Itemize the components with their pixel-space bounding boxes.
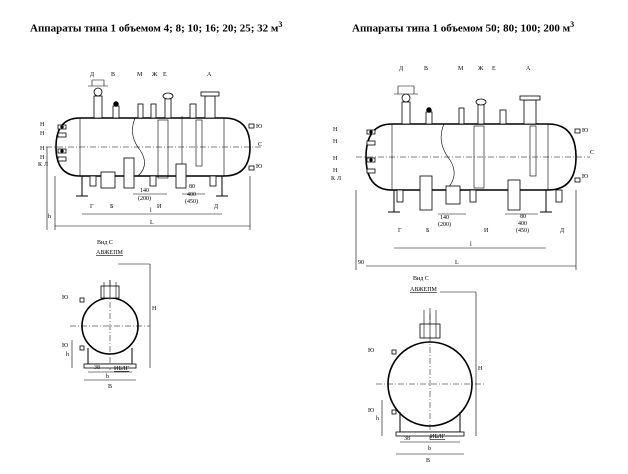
rs-label-yu-top: Ю xyxy=(368,348,374,354)
rf-bottom-label-1: Б xyxy=(426,228,430,234)
lf-right-label-0: Ю xyxy=(256,124,262,130)
lf-right-label-1: С xyxy=(258,142,262,148)
lf-dim-l: l xyxy=(150,208,152,214)
lf-top-label-m: М xyxy=(137,72,143,78)
rs-dim-h: h xyxy=(376,416,379,422)
lf-left-label-3: Н xyxy=(40,155,45,161)
lf-top-label-d: Д xyxy=(90,72,94,78)
right-side-labels: Вид С АВЖЕПМ Ю Ю ИБЛГ H h b B 38 xyxy=(368,276,483,464)
lf-left-label-0: Н xyxy=(40,122,45,128)
rf-top-label-v: В xyxy=(424,66,428,72)
rs-label-yu-bottom: Ю xyxy=(368,408,374,414)
lf-left-label-4: К xyxy=(38,162,43,168)
left-front-view xyxy=(46,79,262,230)
lf-dim-h: h xyxy=(48,214,51,220)
left-bottom-nozzles xyxy=(89,157,217,189)
rf-bottom-label-0: Г xyxy=(398,228,402,234)
title-right: Аппараты типа 1 объемом 50; 80; 100; 200… xyxy=(352,20,575,35)
title-left: Аппараты типа 1 объемом 4; 8; 10; 16; 20… xyxy=(30,20,283,35)
rf-dim-200: (200) xyxy=(438,221,451,228)
lf-dim-80: 80 xyxy=(189,184,195,190)
rs-bottom-label: ИБЛГ xyxy=(430,434,446,440)
lf-dim-140: 140 xyxy=(140,188,149,194)
ls-letters: АВЖЕПМ xyxy=(96,250,124,256)
ls-dim-38: 38 xyxy=(94,365,100,371)
rf-dim-80: 80 xyxy=(520,214,526,220)
ls-label-yu-bottom: Ю xyxy=(62,343,68,349)
ls-dim-b: b xyxy=(106,374,109,380)
ls-dim-B: B xyxy=(108,384,112,390)
rs-letters: АВЖЕПМ xyxy=(410,287,438,293)
lf-left-label-2: Н xyxy=(40,146,45,152)
rf-dim-450: (450) xyxy=(516,227,529,234)
left-side-nozzles xyxy=(57,124,67,162)
rf-top-label-a: А xyxy=(526,66,531,72)
right-side-view xyxy=(376,291,484,455)
rf-top-label-m: М xyxy=(458,66,464,72)
lf-dim-450: (450) xyxy=(185,198,198,205)
rf-bottom-label-2: И xyxy=(484,228,489,234)
rf-top-label-d: Д xyxy=(399,66,403,72)
rs-dim-b: b xyxy=(428,446,431,452)
lf-dim-200: (200) xyxy=(138,195,151,202)
lf-left-label-1: Н xyxy=(40,131,45,137)
left-side-view xyxy=(70,263,151,381)
right-front-labels: Д В М Ж Е А Н Н Н Н К Л Ю С Ю Г Б И Д 14… xyxy=(331,66,594,266)
lf-bottom-label-3: Д xyxy=(214,204,218,210)
ls-bottom-label: ИБЛГ xyxy=(114,366,130,372)
ls-label-yu-top: Ю xyxy=(62,295,68,301)
rf-dim-l: l xyxy=(470,242,472,248)
lf-left-label-5: Л xyxy=(44,162,48,168)
rf-left-label-3: Н xyxy=(333,168,338,174)
rs-dim-38: 38 xyxy=(404,436,410,442)
rs-view-label: Вид С xyxy=(413,276,429,282)
lf-dim-L: L xyxy=(150,220,154,226)
rf-right-label-2: Ю xyxy=(582,174,588,180)
rf-dim-L: L xyxy=(455,260,459,266)
rf-left-label-0: Н xyxy=(333,127,338,133)
lf-top-label-e: Е xyxy=(163,72,167,78)
left-side-labels: Вид С АВЖЕПМ Ю Ю ИБЛГ H h b B 38 xyxy=(62,240,157,390)
ls-dim-H: H xyxy=(152,306,157,312)
ls-view-label: Вид С xyxy=(97,240,113,246)
rf-right-label-1: С xyxy=(590,150,594,156)
rf-right-label-0: Ю xyxy=(582,128,588,134)
rf-top-label-zh: Ж xyxy=(478,66,484,72)
rf-left-label-5: Л xyxy=(337,176,341,182)
rf-bottom-label-3: Д xyxy=(560,228,564,234)
rf-left-label-1: Н xyxy=(333,139,338,145)
lf-right-label-2: Ю xyxy=(256,164,262,170)
rf-top-label-e: Е xyxy=(492,66,496,72)
right-front-view xyxy=(355,85,590,270)
left-top-nozzles xyxy=(88,79,220,119)
lf-top-label-a: А xyxy=(207,72,212,78)
lf-bottom-label-2: И xyxy=(157,204,162,210)
right-top-nozzles xyxy=(394,85,541,125)
rf-dim-90: 90 xyxy=(358,260,364,266)
right-side-nozzles xyxy=(366,129,376,174)
rf-left-label-2: Н xyxy=(333,156,338,162)
lf-top-label-zh: Ж xyxy=(152,72,158,78)
rf-left-label-4: К xyxy=(331,176,336,182)
lf-top-label-v: В xyxy=(111,72,115,78)
right-bottom-nozzles xyxy=(396,175,563,211)
rs-dim-H: H xyxy=(478,366,483,372)
lf-bottom-label-0: Г xyxy=(90,204,94,210)
rf-dim-400: 400 xyxy=(518,221,527,227)
lf-bottom-label-1: Б xyxy=(110,204,114,210)
rf-dim-140: 140 xyxy=(440,215,449,221)
left-front-labels: Д В М Ж Е А Н Н Н Н К Л Ю С Ю Г Б И Д 14… xyxy=(38,72,262,226)
ls-dim-h: h xyxy=(66,352,69,358)
lf-dim-400: 400 xyxy=(187,192,196,198)
rs-dim-B: B xyxy=(426,458,430,464)
